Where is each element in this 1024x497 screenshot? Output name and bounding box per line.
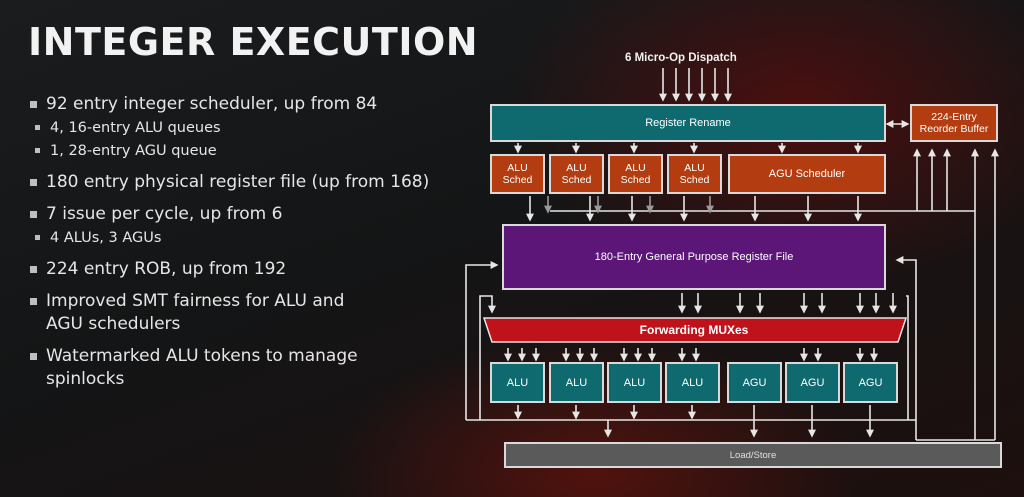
bullet-item: 224 entry ROB, up from 192 [26, 258, 446, 281]
bullet-item: 180 entry physical register file (up fro… [26, 171, 446, 194]
alu-scheduler-block: ALU Sched [490, 154, 545, 194]
bullet-item: Improved SMT fairness for ALU and AGU sc… [26, 290, 386, 336]
bullet-subitem: 4, 16-entry ALU queues [26, 117, 446, 139]
alu-unit: ALU [607, 362, 662, 403]
alu-scheduler-block: ALU Sched [667, 154, 722, 194]
dispatch-label: 6 Micro-Op Dispatch [625, 52, 737, 64]
register-file-label: 180-Entry General Purpose Register File [594, 251, 794, 263]
bullet-subitem: 1, 28-entry AGU queue [26, 140, 446, 162]
register-rename-label: Register Rename [645, 117, 731, 129]
agu-unit-label: AGU [742, 376, 767, 389]
bullet-subitem: 4 ALUs, 3 AGUs [26, 227, 446, 249]
alu-sched-label: ALU Sched [620, 162, 651, 186]
agu-unit: AGU [727, 362, 782, 403]
alu-unit-label: ALU [565, 376, 588, 389]
alu-unit: ALU [549, 362, 604, 403]
bullet-item: Watermarked ALU tokens to manage spinloc… [26, 345, 386, 391]
reorder-buffer-block: 224-Entry Reorder Buffer [910, 104, 998, 142]
register-rename-block: Register Rename [490, 104, 886, 142]
agu-unit: AGU [843, 362, 898, 403]
agu-scheduler-label: AGU Scheduler [768, 168, 846, 180]
alu-sched-label: ALU Sched [679, 162, 710, 186]
load-store-label: Load/Store [729, 449, 777, 461]
bullet-item: 92 entry integer scheduler, up from 84 [26, 93, 446, 116]
slide-title: INTEGER EXECUTION [28, 20, 479, 64]
agu-scheduler-block: AGU Scheduler [728, 154, 886, 194]
alu-unit-label: ALU [681, 376, 704, 389]
alu-sched-label: ALU Sched [561, 162, 592, 186]
bullet-list: 92 entry integer scheduler, up from 84 4… [26, 93, 446, 391]
forwarding-mux-label: Forwarding MUXes [639, 323, 749, 337]
load-store-block: Load/Store [504, 442, 1002, 468]
alu-unit: ALU [665, 362, 720, 403]
agu-unit: AGU [785, 362, 840, 403]
reorder-buffer-label: 224-Entry Reorder Buffer [919, 111, 989, 135]
alu-scheduler-block: ALU Sched [549, 154, 604, 194]
alu-unit: ALU [490, 362, 545, 403]
forwarding-mux-shape [482, 317, 908, 343]
agu-unit-label: AGU [858, 376, 883, 389]
alu-sched-label: ALU Sched [502, 162, 533, 186]
alu-unit-label: ALU [506, 376, 529, 389]
agu-unit-label: AGU [800, 376, 825, 389]
bullet-item: 7 issue per cycle, up from 6 [26, 203, 446, 226]
alu-unit-label: ALU [623, 376, 646, 389]
alu-scheduler-block: ALU Sched [608, 154, 663, 194]
register-file-block: 180-Entry General Purpose Register File [502, 224, 886, 290]
